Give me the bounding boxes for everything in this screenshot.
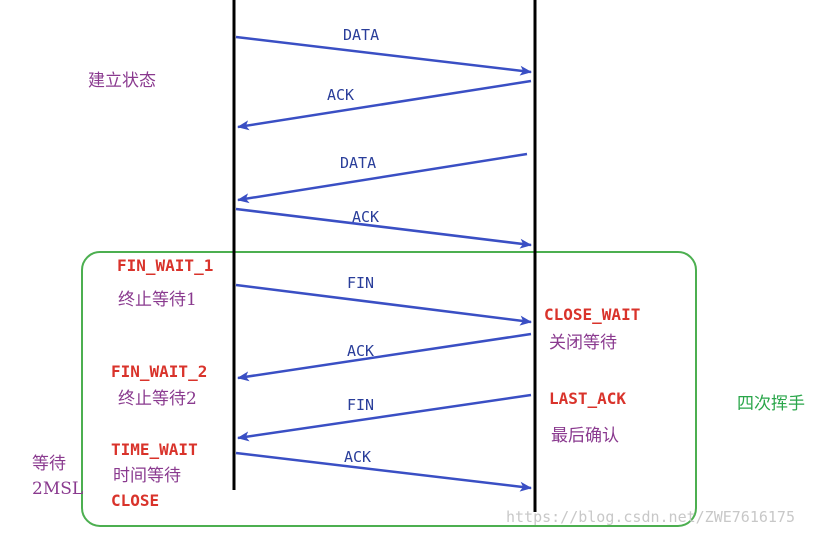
watermark: https://blog.csdn.net/ZWE7616175 (506, 508, 795, 526)
arrow-fin-1 (235, 283, 532, 326)
established-state-label: 建立状态 (88, 71, 156, 91)
state-last-ack-cn: 最后确认 (551, 426, 619, 446)
arrow-ack-1 (237, 79, 532, 131)
state-fin-wait-2-cn: 终止等待2 (118, 389, 197, 409)
arrow-label-data-1: DATA (343, 26, 379, 44)
wait-2msl-label-line1: 等待 (32, 454, 66, 474)
message-arrows (235, 35, 532, 492)
arrow-label-fin-2: FIN (347, 396, 374, 414)
arrow-ack-4 (235, 451, 532, 492)
arrow-data-1 (235, 35, 532, 76)
four-way-wave-label: 四次挥手 (737, 394, 805, 414)
wait-2msl-label-line2: 2MSL (32, 479, 83, 499)
arrow-fin-2 (237, 393, 532, 442)
arrow-data-2 (237, 152, 528, 204)
state-close-wait: CLOSE_WAIT (544, 305, 640, 324)
arrow-label-ack-2: ACK (352, 208, 379, 226)
state-time-wait-cn: 时间等待 (113, 466, 181, 486)
state-fin-wait-2: FIN_WAIT_2 (111, 362, 207, 381)
arrow-label-data-2: DATA (340, 154, 376, 172)
arrow-ack-3 (237, 332, 532, 382)
state-time-wait: TIME_WAIT (111, 440, 198, 459)
arrow-label-ack-3: ACK (347, 342, 374, 360)
state-last-ack: LAST_ACK (549, 389, 626, 408)
state-fin-wait-1-cn: 终止等待1 (118, 290, 197, 310)
four-way-wave-box (81, 251, 697, 527)
arrow-label-ack-1: ACK (327, 86, 354, 104)
state-fin-wait-1: FIN_WAIT_1 (117, 256, 213, 275)
state-close-wait-cn: 关闭等待 (549, 333, 617, 353)
arrow-ack-2 (235, 207, 532, 249)
state-close: CLOSE (111, 491, 159, 510)
arrow-label-ack-4: ACK (344, 448, 371, 466)
arrow-label-fin-1: FIN (347, 274, 374, 292)
